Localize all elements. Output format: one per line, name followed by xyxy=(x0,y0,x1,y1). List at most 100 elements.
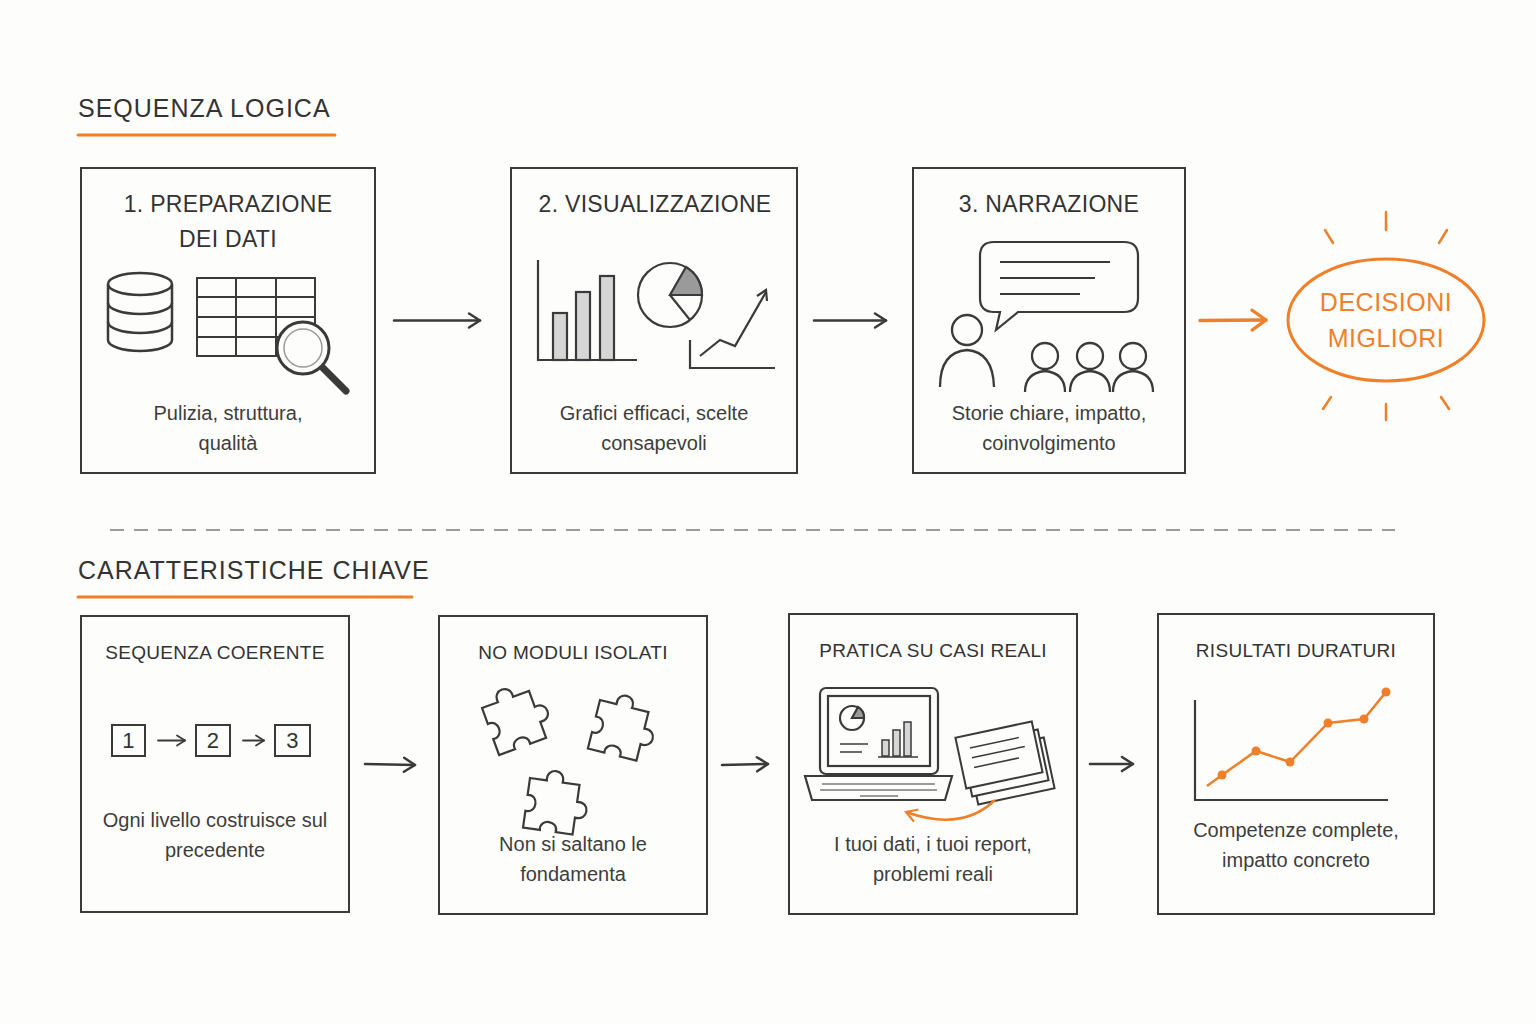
line-chart-icon xyxy=(757,290,767,301)
speech-bubble-icon xyxy=(980,242,1138,330)
section-underline xyxy=(78,134,335,137)
speech-bubble-icon xyxy=(980,242,1138,330)
people-icon xyxy=(940,315,1153,392)
speech-bubble-icon xyxy=(1000,277,1095,279)
section-divider xyxy=(110,529,1395,531)
database-icon xyxy=(108,284,172,351)
sun-rays xyxy=(1439,230,1447,243)
node-heading: 1 xyxy=(113,726,144,755)
database-icon xyxy=(108,273,172,351)
sun-rays xyxy=(1441,397,1449,409)
line-chart-icon xyxy=(690,340,775,368)
stage-box: 2. VISUALIZZAZIONEGrafici efficaci, scel… xyxy=(510,167,798,474)
node-heading: 3 xyxy=(276,726,309,755)
node-heading: SEQUENZA COERENTE xyxy=(82,639,348,668)
stage-box: PRATICA SU CASI REALII tuoi dati, i tuoi… xyxy=(788,613,1078,915)
sun-rays xyxy=(1385,212,1388,230)
ellipse-outline xyxy=(1288,259,1484,381)
flow-arrow xyxy=(243,740,264,742)
stage-box: RISULTATI DURATURICompetenze complete, i… xyxy=(1157,613,1435,915)
table-icon xyxy=(275,278,277,356)
laptop-icon xyxy=(805,776,952,800)
table-icon xyxy=(197,316,315,318)
documents-icon xyxy=(970,738,1019,748)
stage-box: SEQUENZA COERENTE Ogni livello costruisce… xyxy=(80,615,350,913)
puzzle-pieces xyxy=(523,768,591,836)
people-icon xyxy=(1070,371,1110,392)
flow-arrow xyxy=(394,319,480,322)
documents-icon xyxy=(955,721,1054,804)
node-description: Pulizia, struttura, qualità xyxy=(133,398,323,458)
sun-rays xyxy=(1323,397,1331,409)
node-description: Competenze complete, impatto concreto xyxy=(1176,815,1416,875)
magnifier-icon xyxy=(284,329,322,367)
documents-icon xyxy=(967,737,1054,804)
puzzle-pieces xyxy=(478,677,556,755)
growth-chart-icon xyxy=(1195,700,1388,800)
laptop-icon xyxy=(893,730,900,756)
section-heading: SEQUENZA LOGICA xyxy=(78,94,331,123)
laptop-icon xyxy=(840,743,868,745)
sun-rays xyxy=(1385,404,1388,420)
laptop-icon xyxy=(828,696,930,766)
growth-chart-icon xyxy=(1360,715,1369,724)
stage-box: 3. NARRAZIONEStorie chiare, impatto, coi… xyxy=(912,167,1186,474)
growth-chart-icon xyxy=(1382,688,1391,697)
pie-chart-icon xyxy=(670,267,702,295)
database-icon xyxy=(108,273,172,295)
flow-arrow xyxy=(1090,763,1133,766)
laptop-icon xyxy=(822,783,935,784)
line-chart-icon xyxy=(690,290,775,368)
laptop-icon xyxy=(852,707,864,718)
documents-icon xyxy=(974,758,1019,768)
section-underline xyxy=(78,596,412,599)
people-icon xyxy=(1113,371,1153,392)
database-icon xyxy=(108,322,172,333)
people-icon xyxy=(1032,343,1058,369)
magnifier-icon xyxy=(277,322,329,374)
step-number-box: 3 xyxy=(274,724,311,757)
puzzle-pieces xyxy=(478,677,661,835)
step-number-box: 2 xyxy=(195,724,231,757)
table-icon xyxy=(197,278,315,356)
documents-icon xyxy=(961,729,1048,796)
node-heading: 2 xyxy=(197,726,229,755)
people-icon xyxy=(952,315,982,345)
people-icon xyxy=(1025,371,1065,392)
database-icon xyxy=(108,303,172,314)
people-icon xyxy=(1077,343,1103,369)
table-icon xyxy=(197,296,315,298)
speech-bubble-icon xyxy=(1000,261,1110,263)
outcome-ellipse: DECISIONI MIGLIORI xyxy=(1286,257,1486,383)
growth-chart-icon xyxy=(1218,771,1227,780)
growth-chart-icon xyxy=(1286,758,1295,767)
magnifier-icon xyxy=(322,367,346,391)
pie-chart-icon xyxy=(670,295,690,320)
laptop-icon xyxy=(882,740,889,756)
connector-group xyxy=(158,320,1266,765)
laptop-icon xyxy=(878,756,918,758)
line-chart-icon xyxy=(700,292,766,356)
pie-chart-icon xyxy=(638,263,702,327)
flow-arrow xyxy=(722,764,768,765)
node-heading: 1. PREPARAZIONE DEI DATI xyxy=(103,187,353,256)
laptop-icon xyxy=(820,688,938,774)
laptop-icon xyxy=(860,795,898,796)
bar-chart-icon xyxy=(538,260,637,360)
documents-icon xyxy=(972,746,1025,757)
node-heading: PRATICA SU CASI REALI xyxy=(790,637,1076,666)
laptop-icon xyxy=(805,688,952,800)
flow-arrow xyxy=(158,740,185,742)
table-icon xyxy=(197,278,315,356)
growth-chart-icon xyxy=(1195,688,1391,801)
node-description: Ogni livello costruisce sul precedente xyxy=(100,805,330,865)
growth-chart-icon xyxy=(1218,688,1391,780)
laptop-icon xyxy=(840,706,864,730)
laptop-icon xyxy=(840,751,862,753)
growth-chart-icon xyxy=(1252,747,1261,756)
magnifier-icon xyxy=(277,322,346,391)
documents-icon xyxy=(955,721,1042,788)
